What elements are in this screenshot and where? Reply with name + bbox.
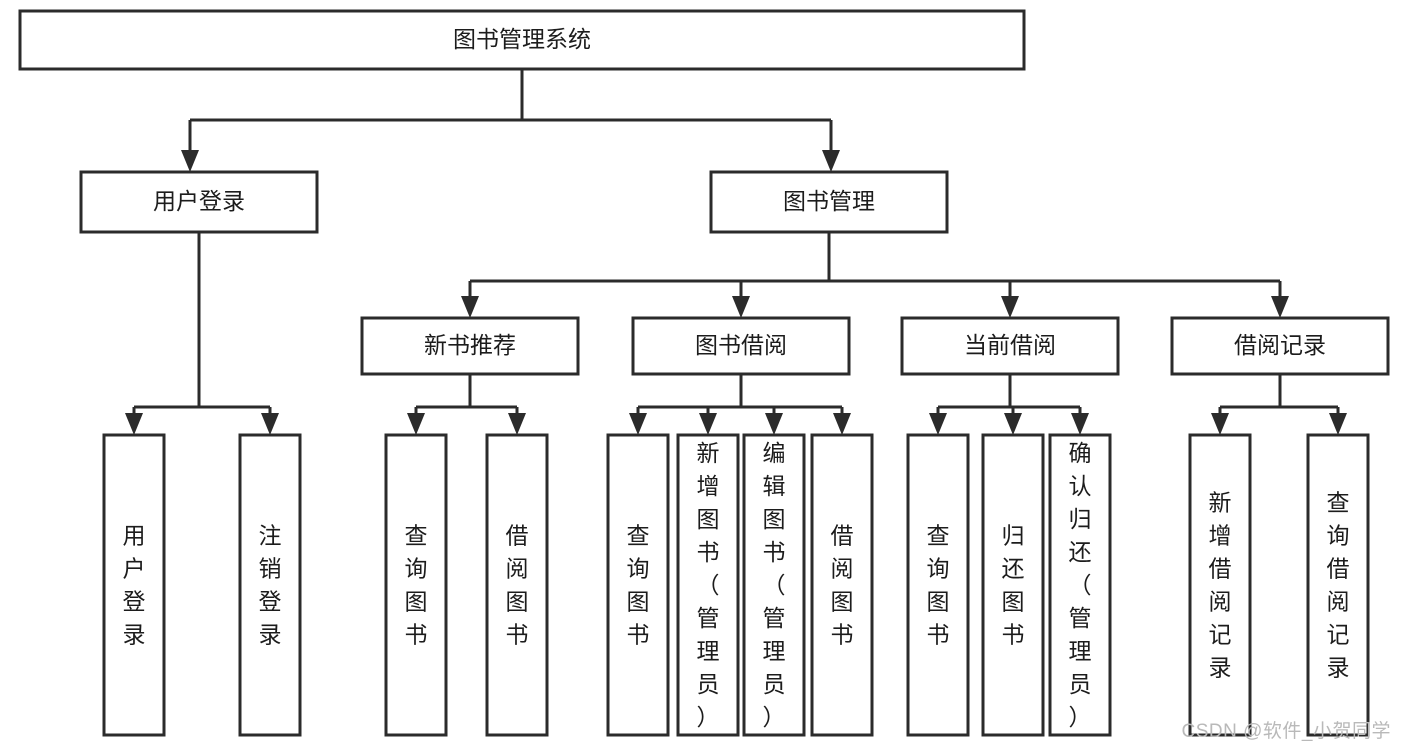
- arrow-head-icon: [125, 413, 143, 435]
- node-leaf-6-编辑图书管理员-box[interactable]: [742, 433, 806, 737]
- node-l3-新书推荐-box[interactable]: [360, 316, 580, 376]
- node-leaf-1-注销登录-label: 注销登录: [259, 523, 282, 648]
- arrow-head-icon: [461, 296, 479, 318]
- node-leaf-1-注销登录[interactable]: 注销登录: [238, 433, 302, 737]
- connector-group-bookmgmt-to-level3: [461, 232, 1289, 318]
- node-leaf-2-查询图书-box[interactable]: [384, 433, 448, 737]
- connector-group-userlogin-to-leaves: [125, 232, 279, 435]
- node-l3-当前借阅-label: 当前借阅: [964, 332, 1056, 358]
- node-leaf-2-查询图书[interactable]: 查询图书: [384, 433, 448, 737]
- node-l2-用户登录[interactable]: 用户登录: [79, 170, 319, 234]
- watermark-label: CSDN @软件_小贺同学: [1181, 721, 1391, 742]
- connector-layer: [125, 69, 1347, 435]
- node-leaf-8-查询图书-box[interactable]: [906, 433, 970, 737]
- node-leaf-5-新增图书管理员-label: 新增图书（管理员）: [697, 440, 720, 730]
- node-leaf-10-确认归还管理员[interactable]: 确认归还（管理员）: [1048, 433, 1112, 737]
- node-leaf-6-编辑图书管理员-label: 编辑图书（管理员）: [763, 440, 786, 730]
- node-leaf-4-查询图书-label: 查询图书: [627, 523, 650, 648]
- node-leaf-5-新增图书管理员-box[interactable]: [676, 433, 740, 737]
- node-root-图书管理系统-box[interactable]: [18, 9, 1026, 71]
- arrow-head-icon: [929, 413, 947, 435]
- arrow-head-icon: [407, 413, 425, 435]
- node-leaf-7-借阅图书-label: 借阅图书: [831, 523, 854, 648]
- node-l3-图书借阅-box[interactable]: [631, 316, 851, 376]
- node-leaf-12-查询借阅记录-box[interactable]: [1306, 433, 1370, 737]
- node-leaf-6-编辑图书管理员[interactable]: 编辑图书（管理员）: [742, 433, 806, 737]
- node-leaf-9-归还图书-box[interactable]: [981, 433, 1045, 737]
- connector-group-record-to-leaves: [1211, 374, 1347, 435]
- connector-group-root-to-level2: [181, 69, 840, 172]
- node-l3-借阅记录-label: 借阅记录: [1234, 332, 1326, 358]
- arrow-head-icon: [765, 413, 783, 435]
- arrow-head-icon: [1271, 296, 1289, 318]
- arrow-head-icon: [261, 413, 279, 435]
- node-leaf-11-新增借阅记录-box[interactable]: [1188, 433, 1252, 737]
- node-leaf-0-用户登录[interactable]: 用户登录: [102, 433, 166, 737]
- arrow-head-icon: [1001, 296, 1019, 318]
- arrow-head-icon: [508, 413, 526, 435]
- node-leaf-9-归还图书-label: 归还图书: [1002, 523, 1025, 648]
- node-l3-新书推荐-label: 新书推荐: [424, 332, 516, 358]
- node-leaf-3-借阅图书[interactable]: 借阅图书: [485, 433, 549, 737]
- node-leaf-11-新增借阅记录[interactable]: 新增借阅记录: [1188, 433, 1252, 737]
- node-leaf-4-查询图书[interactable]: 查询图书: [606, 433, 670, 737]
- connector-group-current-to-leaves: [929, 374, 1089, 435]
- node-leaf-4-查询图书-box[interactable]: [606, 433, 670, 737]
- node-root-图书管理系统-label: 图书管理系统: [453, 26, 591, 52]
- arrow-head-icon: [732, 296, 750, 318]
- node-leaf-0-用户登录-box[interactable]: [102, 433, 166, 737]
- arrow-head-icon: [629, 413, 647, 435]
- node-l2-图书管理-label: 图书管理: [783, 188, 875, 214]
- node-leaf-10-确认归还管理员-label: 确认归还（管理员）: [1069, 440, 1092, 730]
- node-l3-借阅记录[interactable]: 借阅记录: [1170, 316, 1390, 376]
- arrow-head-icon: [833, 413, 851, 435]
- connector-group-newbook-to-leaves: [407, 374, 526, 435]
- node-l3-新书推荐[interactable]: 新书推荐: [360, 316, 580, 376]
- node-leaf-7-借阅图书-box[interactable]: [810, 433, 874, 737]
- node-l3-当前借阅[interactable]: 当前借阅: [900, 316, 1120, 376]
- node-l2-用户登录-box[interactable]: [79, 170, 319, 234]
- arrow-head-icon: [1071, 413, 1089, 435]
- arrow-head-icon: [1329, 413, 1347, 435]
- node-l2-图书管理[interactable]: 图书管理: [709, 170, 949, 234]
- node-l2-用户登录-label: 用户登录: [153, 188, 245, 214]
- node-leaf-0-用户登录-label: 用户登录: [123, 523, 146, 648]
- node-leaf-7-借阅图书[interactable]: 借阅图书: [810, 433, 874, 737]
- node-leaf-1-注销登录-box[interactable]: [238, 433, 302, 737]
- node-l3-当前借阅-box[interactable]: [900, 316, 1120, 376]
- node-leaf-12-查询借阅记录-label: 查询借阅记录: [1327, 490, 1350, 681]
- node-l3-借阅记录-box[interactable]: [1170, 316, 1390, 376]
- arrow-head-icon: [699, 413, 717, 435]
- node-l2-图书管理-box[interactable]: [709, 170, 949, 234]
- node-l3-图书借阅[interactable]: 图书借阅: [631, 316, 851, 376]
- node-leaf-3-借阅图书-label: 借阅图书: [506, 523, 529, 648]
- node-leaf-3-借阅图书-box[interactable]: [485, 433, 549, 737]
- node-leaf-9-归还图书[interactable]: 归还图书: [981, 433, 1045, 737]
- arrow-head-icon: [1211, 413, 1229, 435]
- arrow-head-icon: [822, 150, 840, 172]
- node-layer: 图书管理系统用户登录图书管理新书推荐图书借阅当前借阅借阅记录用户登录注销登录查询…: [18, 9, 1390, 737]
- node-leaf-8-查询图书-label: 查询图书: [927, 523, 950, 648]
- node-leaf-5-新增图书管理员[interactable]: 新增图书（管理员）: [676, 433, 740, 737]
- arrow-head-icon: [181, 150, 199, 172]
- node-leaf-8-查询图书[interactable]: 查询图书: [906, 433, 970, 737]
- node-leaf-12-查询借阅记录[interactable]: 查询借阅记录: [1306, 433, 1370, 737]
- node-leaf-10-确认归还管理员-box[interactable]: [1048, 433, 1112, 737]
- connector-group-borrow-to-leaves: [629, 374, 851, 435]
- node-l3-图书借阅-label: 图书借阅: [695, 332, 787, 358]
- node-leaf-11-新增借阅记录-label: 新增借阅记录: [1209, 490, 1232, 681]
- node-root-图书管理系统[interactable]: 图书管理系统: [18, 9, 1026, 71]
- node-leaf-2-查询图书-label: 查询图书: [405, 523, 428, 648]
- arrow-head-icon: [1004, 413, 1022, 435]
